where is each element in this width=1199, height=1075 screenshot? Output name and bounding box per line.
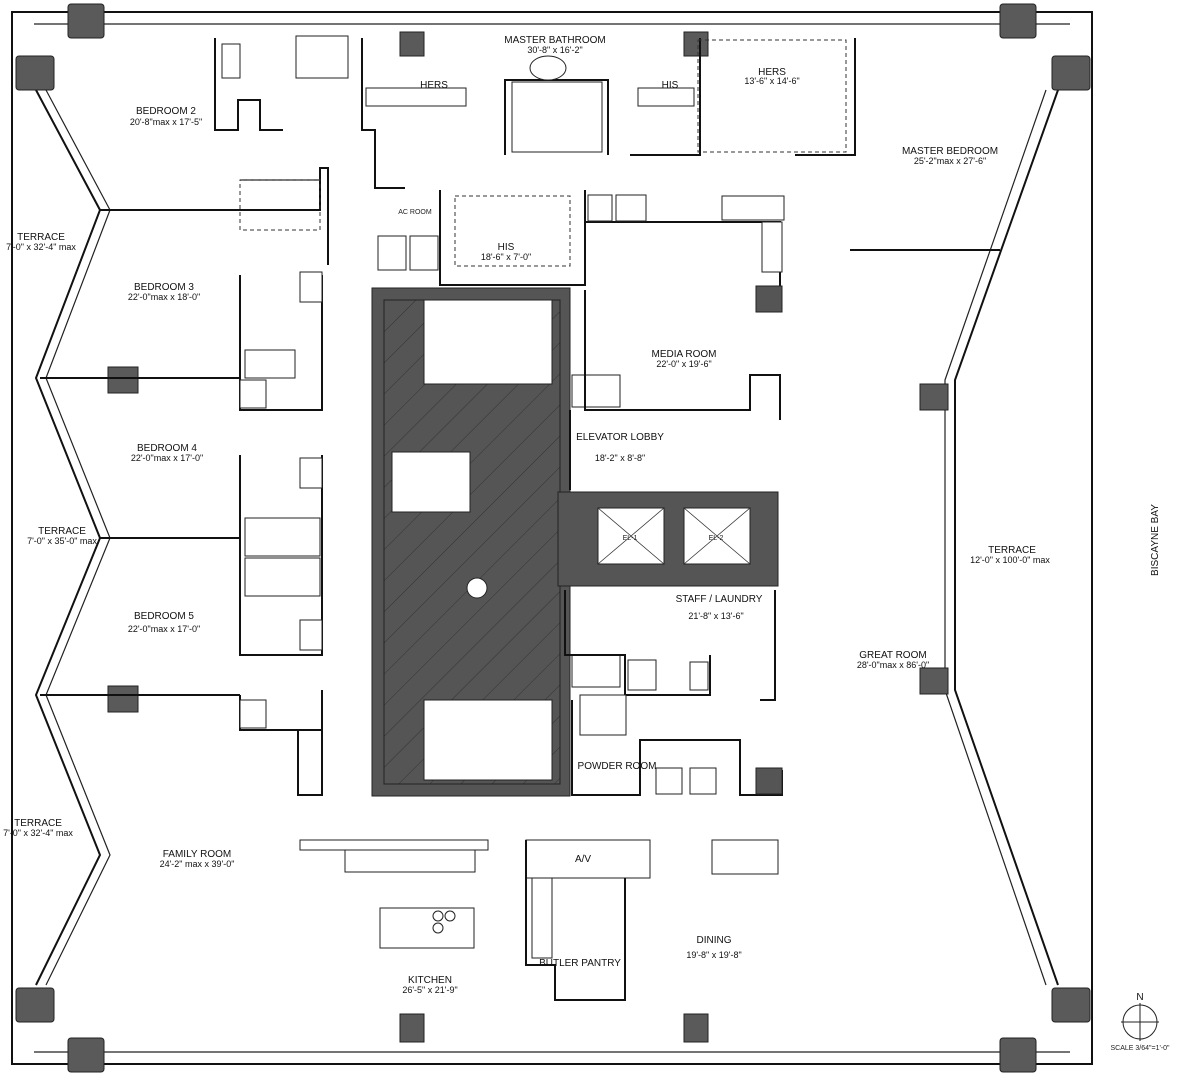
bedroom4-dim: 22'-0"max x 17'-0" xyxy=(131,453,203,463)
kitchen-dim: 26'-5" x 21'-9" xyxy=(402,985,457,995)
family-room-dim: 24'-2" max x 39'-0" xyxy=(160,859,235,869)
hers-closet-label: HERS xyxy=(758,67,786,78)
media-lobby-walls xyxy=(564,290,783,796)
great-room-label: GREAT ROOM xyxy=(859,650,926,661)
bedroom4-label: BEDROOM 4 xyxy=(137,443,197,454)
terrace2-label: TERRACE xyxy=(38,526,86,537)
his-bath-label: HIS xyxy=(662,80,679,91)
elevator-bank xyxy=(557,491,779,587)
north-label: N xyxy=(1136,992,1143,1003)
elevator-1-label: EL-1 xyxy=(623,535,638,542)
dining-label: DINING xyxy=(697,935,732,946)
elevator-lobby-label: ELEVATOR LOBBY xyxy=(576,432,664,443)
great-room-dim: 28'-0"max x 86'-0" xyxy=(857,660,929,670)
powder-room-label: POWDER ROOM xyxy=(578,761,657,772)
terrace-east-dim: 12'-0" x 100'-0" max xyxy=(970,555,1050,565)
master-bedroom-dim: 25'-2"max x 27'-6" xyxy=(914,156,986,166)
master-bathroom-dim: 30'-8" x 16'-2" xyxy=(527,45,582,55)
bedroom5-label: BEDROOM 5 xyxy=(134,611,194,622)
bedroom-wing-walls xyxy=(40,35,467,796)
bedroom2-dim: 20'-8"max x 17'-5" xyxy=(130,117,202,127)
his-closet-label: HIS xyxy=(498,242,515,253)
terrace3-dim: 7'-0" x 32'-4" max xyxy=(3,828,73,838)
master-bathroom-label: MASTER BATHROOM xyxy=(504,35,605,46)
butler-pantry-label: BUTLER PANTRY xyxy=(539,958,621,969)
media-room-label: MEDIA ROOM xyxy=(651,349,716,360)
elevator-lobby-dim: 18'-2" x 8'-8" xyxy=(595,453,645,463)
terrace2-dim: 7'-0" x 35'-0" max xyxy=(27,536,97,546)
terrace1-label: TERRACE xyxy=(17,232,65,243)
kitchen-dining-fixtures xyxy=(299,839,779,1001)
media-room-dim: 22'-0" x 19'-6" xyxy=(656,359,711,369)
north-arrow xyxy=(1121,1003,1159,1041)
central-core xyxy=(371,287,621,797)
master-bedroom-label: MASTER BEDROOM xyxy=(902,146,998,157)
dining-dim: 19'-8" x 19'-8" xyxy=(686,950,741,960)
bedroom3-dim: 22'-0"max x 18'-0" xyxy=(128,292,200,302)
scale-label: SCALE 3/64"=1'-0" xyxy=(1110,1045,1170,1052)
kitchen-label: KITCHEN xyxy=(408,975,452,986)
hers-closet-dim: 13'-6" x 14'-6" xyxy=(744,76,799,86)
his-closet-dim: 18'-6" x 7'-0" xyxy=(481,252,531,262)
master-suite-walls xyxy=(439,38,1000,313)
av-label: A/V xyxy=(575,854,591,865)
bedroom5-dim: 22'-0"max x 17'-0" xyxy=(128,624,200,634)
family-room-label: FAMILY ROOM xyxy=(163,849,232,860)
staff-laundry-label: STAFF / LAUNDRY xyxy=(676,594,763,605)
terrace-east-label: TERRACE xyxy=(988,545,1036,556)
terrace3-label: TERRACE xyxy=(14,818,62,829)
ac-room-label: AC ROOM xyxy=(398,209,432,216)
structural-columns xyxy=(15,3,1091,1073)
elevator-2-label: EL-2 xyxy=(709,535,724,542)
terrace1-dim: 7'-0" x 32'-4" max xyxy=(6,242,76,252)
bedroom3-label: BEDROOM 3 xyxy=(134,282,194,293)
biscayne-bay-label: BISCAYNE BAY xyxy=(1150,504,1161,576)
bedroom2-label: BEDROOM 2 xyxy=(136,106,196,117)
hers-bath-label: HERS xyxy=(420,80,448,91)
staff-laundry-dim: 21'-8" x 13'-6" xyxy=(688,611,743,621)
